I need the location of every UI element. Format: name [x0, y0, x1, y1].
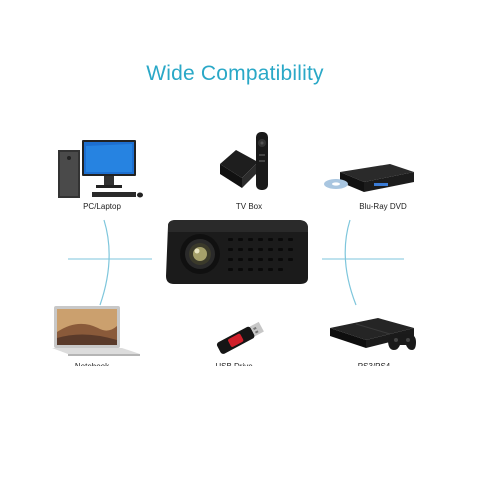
tv-box-label: TV Box — [235, 202, 263, 211]
page-title: Wide Compatibility — [146, 62, 324, 85]
projector-device — [158, 218, 316, 288]
pc-laptop-label: PC/Laptop — [83, 202, 121, 211]
tv-box-icon — [220, 132, 268, 190]
notebook-device — [48, 304, 144, 356]
image-bottom-crop — [0, 366, 500, 500]
game-console-icon — [330, 318, 416, 350]
bluray-player-icon — [324, 164, 414, 192]
usb-drive-icon — [216, 321, 264, 354]
desktop-pc-icon — [58, 140, 143, 198]
pc-laptop-device — [56, 138, 146, 200]
tv-box-device — [214, 130, 284, 194]
projector-icon — [166, 220, 308, 284]
ps-device — [326, 310, 422, 356]
bluray-device — [322, 162, 418, 198]
bluray-label: Blu-Ray DVD — [359, 202, 407, 211]
usb-device — [210, 318, 268, 358]
laptop-icon — [52, 306, 140, 356]
